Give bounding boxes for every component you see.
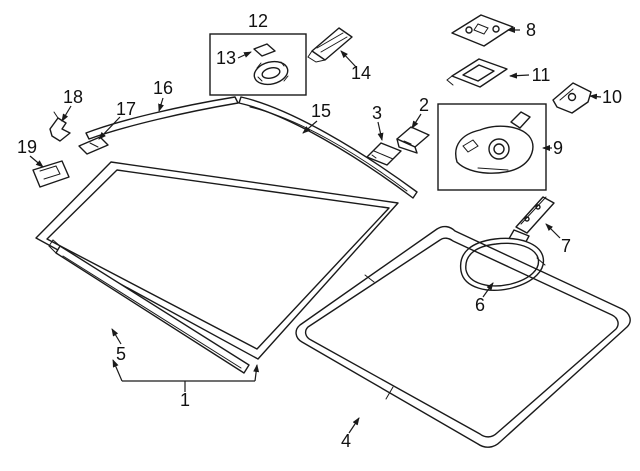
callout-3[interactable]: 3 xyxy=(372,103,382,123)
callout-12[interactable]: 12 xyxy=(248,11,268,31)
leader-1-right xyxy=(253,364,260,382)
bracket-11 xyxy=(446,58,508,88)
detail-box-12 xyxy=(209,33,307,96)
leader-16 xyxy=(158,97,164,112)
bracket-10 xyxy=(552,82,592,114)
bracket-3 xyxy=(366,142,402,166)
mirror-stay-7 xyxy=(515,196,555,234)
ribbed-cover-14 xyxy=(307,27,353,63)
callout-2[interactable]: 2 xyxy=(419,95,429,115)
callout-16[interactable]: 16 xyxy=(153,78,173,98)
grommet-cover-12 xyxy=(253,60,289,86)
outer-molding-upper xyxy=(85,96,239,140)
leader-lines xyxy=(29,27,602,434)
leader-15 xyxy=(302,120,318,134)
rain-sensor xyxy=(455,125,534,174)
leader-1-left xyxy=(112,359,123,382)
callout-10[interactable]: 10 xyxy=(602,87,622,107)
leader-5 xyxy=(111,328,122,345)
leader-17 xyxy=(98,116,121,140)
leader-7 xyxy=(545,223,561,239)
leader-11 xyxy=(509,72,530,79)
leader-2 xyxy=(411,113,422,129)
leader-3 xyxy=(377,121,384,141)
tape-pad-13 xyxy=(253,43,276,57)
callout-6[interactable]: 6 xyxy=(475,295,485,315)
windshield-glass xyxy=(35,161,399,360)
callout-5[interactable]: 5 xyxy=(116,344,126,364)
leader-10 xyxy=(589,93,602,100)
leader-4 xyxy=(348,417,360,434)
callout-14[interactable]: 14 xyxy=(351,63,371,83)
windshield-seal-4 xyxy=(295,225,631,448)
lower-windshield-molding xyxy=(48,239,250,374)
callout-19[interactable]: 19 xyxy=(17,137,37,157)
callout-17[interactable]: 17 xyxy=(116,99,136,119)
callout-4[interactable]: 4 xyxy=(341,431,351,451)
outer-molding-side xyxy=(238,96,418,199)
bracket-8 xyxy=(451,14,514,47)
callout-9[interactable]: 9 xyxy=(553,138,563,158)
sensor-box-9 xyxy=(437,103,547,191)
leader-18 xyxy=(61,105,72,122)
clip-2 xyxy=(396,126,430,154)
callout-11[interactable]: 11 xyxy=(532,65,551,85)
leader-19 xyxy=(29,155,44,168)
callout-18[interactable]: 18 xyxy=(63,87,83,107)
callout-1[interactable]: 1 xyxy=(180,390,190,410)
callout-8[interactable]: 8 xyxy=(526,20,536,40)
callout-15[interactable]: 15 xyxy=(311,101,331,121)
leader-6 xyxy=(482,282,494,298)
leader-1-bracket xyxy=(122,380,255,392)
retainer-plate-19 xyxy=(32,160,70,188)
molding-clip-17 xyxy=(78,136,109,155)
callout-13[interactable]: 13 xyxy=(216,48,236,68)
retainer-clip-18 xyxy=(49,111,71,142)
sensor-clip xyxy=(510,111,531,129)
callout-7[interactable]: 7 xyxy=(561,236,571,256)
leader-13 xyxy=(237,51,252,59)
leader-14 xyxy=(340,50,357,68)
